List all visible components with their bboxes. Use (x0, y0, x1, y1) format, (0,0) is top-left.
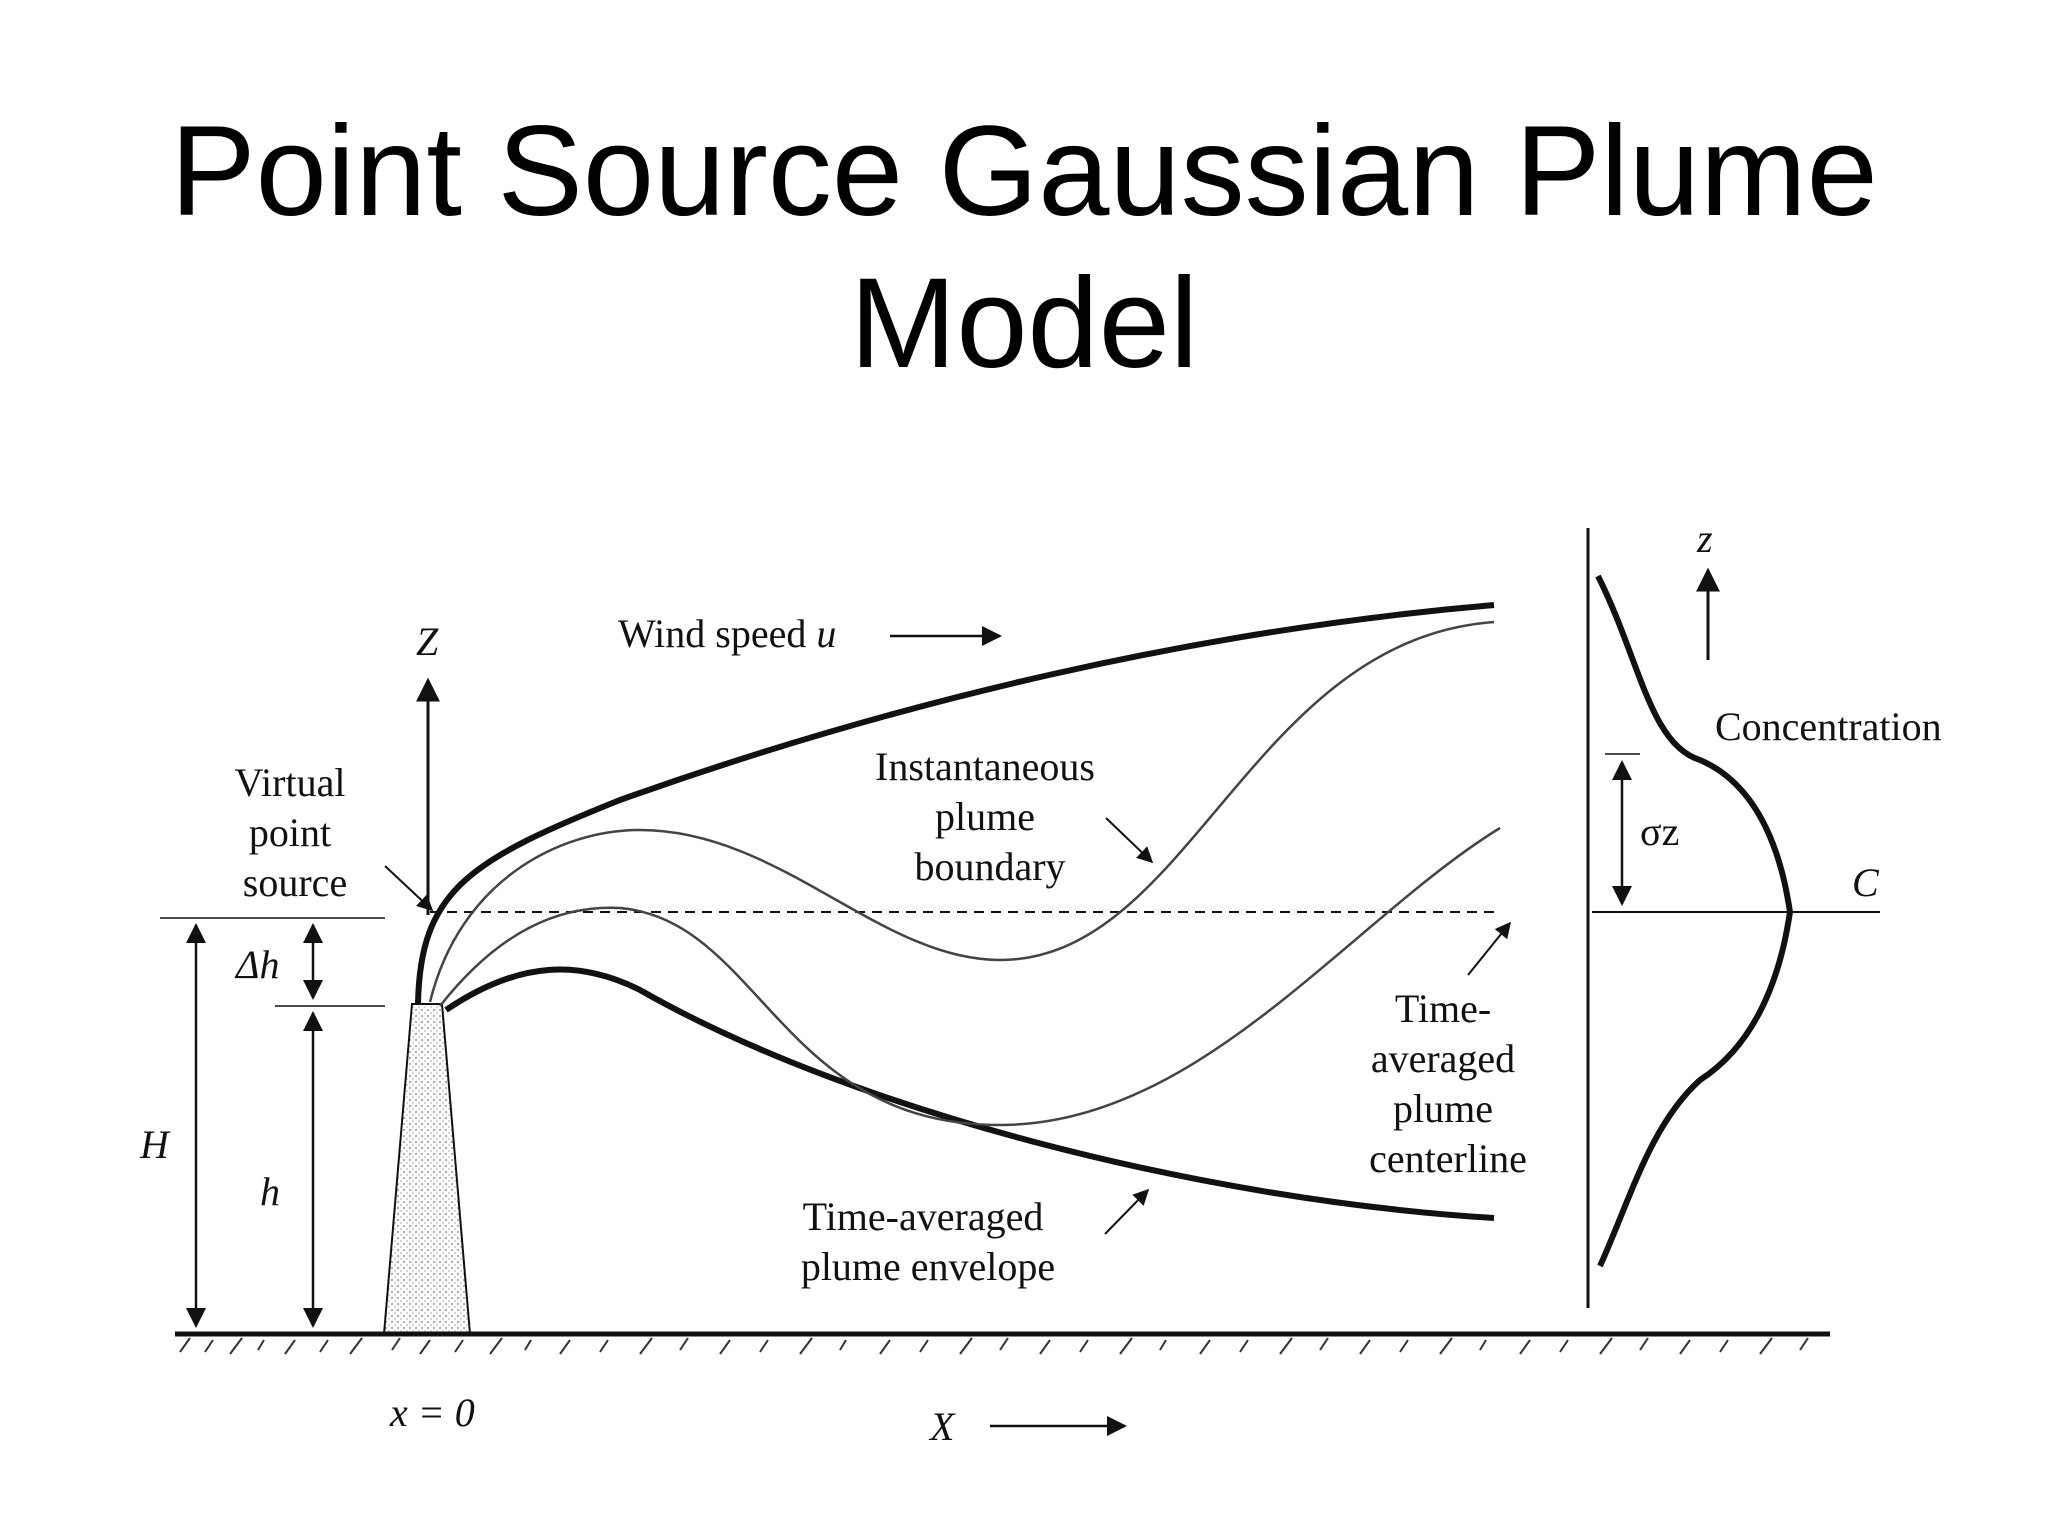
instantaneous-pointer (1105, 817, 1154, 864)
envelope-pointer (1104, 1188, 1150, 1235)
envelope-label: Time-averaged plume envelope (801, 1194, 1055, 1289)
concentration-curve (1595, 574, 1794, 1268)
centerline-label: Time- averaged plume centerline (1369, 986, 1527, 1181)
plume-lower-envelope (444, 966, 1495, 1221)
title-line-1: Point Source Gaussian Plume (170, 100, 1878, 243)
virtual-point-source-label: Virtual point source (235, 760, 356, 905)
smokestack (382, 1003, 472, 1335)
instantaneous-boundary-label: Instantaneous plume boundary (875, 744, 1105, 889)
plume-upper-envelope (415, 602, 1495, 1005)
page-title: Point Source Gaussian Plume Model (0, 96, 2048, 400)
virtual-source-pointer (384, 865, 434, 912)
x-zero-label: x = 0 (389, 1390, 475, 1435)
h-label: h (260, 1169, 280, 1214)
wind-speed-label: Wind speed u (618, 611, 836, 656)
concentration-label: Concentration (1715, 704, 1942, 749)
H-label: H (139, 1122, 171, 1167)
C-label: C (1852, 860, 1880, 905)
delta-h-label: Δh (234, 942, 279, 987)
title-line-2: Model (849, 252, 1199, 395)
centerline-pointer (1467, 921, 1512, 976)
z-profile-label: z (1696, 516, 1713, 561)
instantaneous-boundary-upper (428, 620, 1495, 1003)
z-axis-label: Z (416, 619, 439, 664)
instantaneous-boundary-lower (439, 826, 1501, 1127)
ground-hatching (179, 1337, 1809, 1355)
sigma-z-label: σz (1640, 809, 1679, 854)
X-axis-label: X (928, 1404, 956, 1449)
